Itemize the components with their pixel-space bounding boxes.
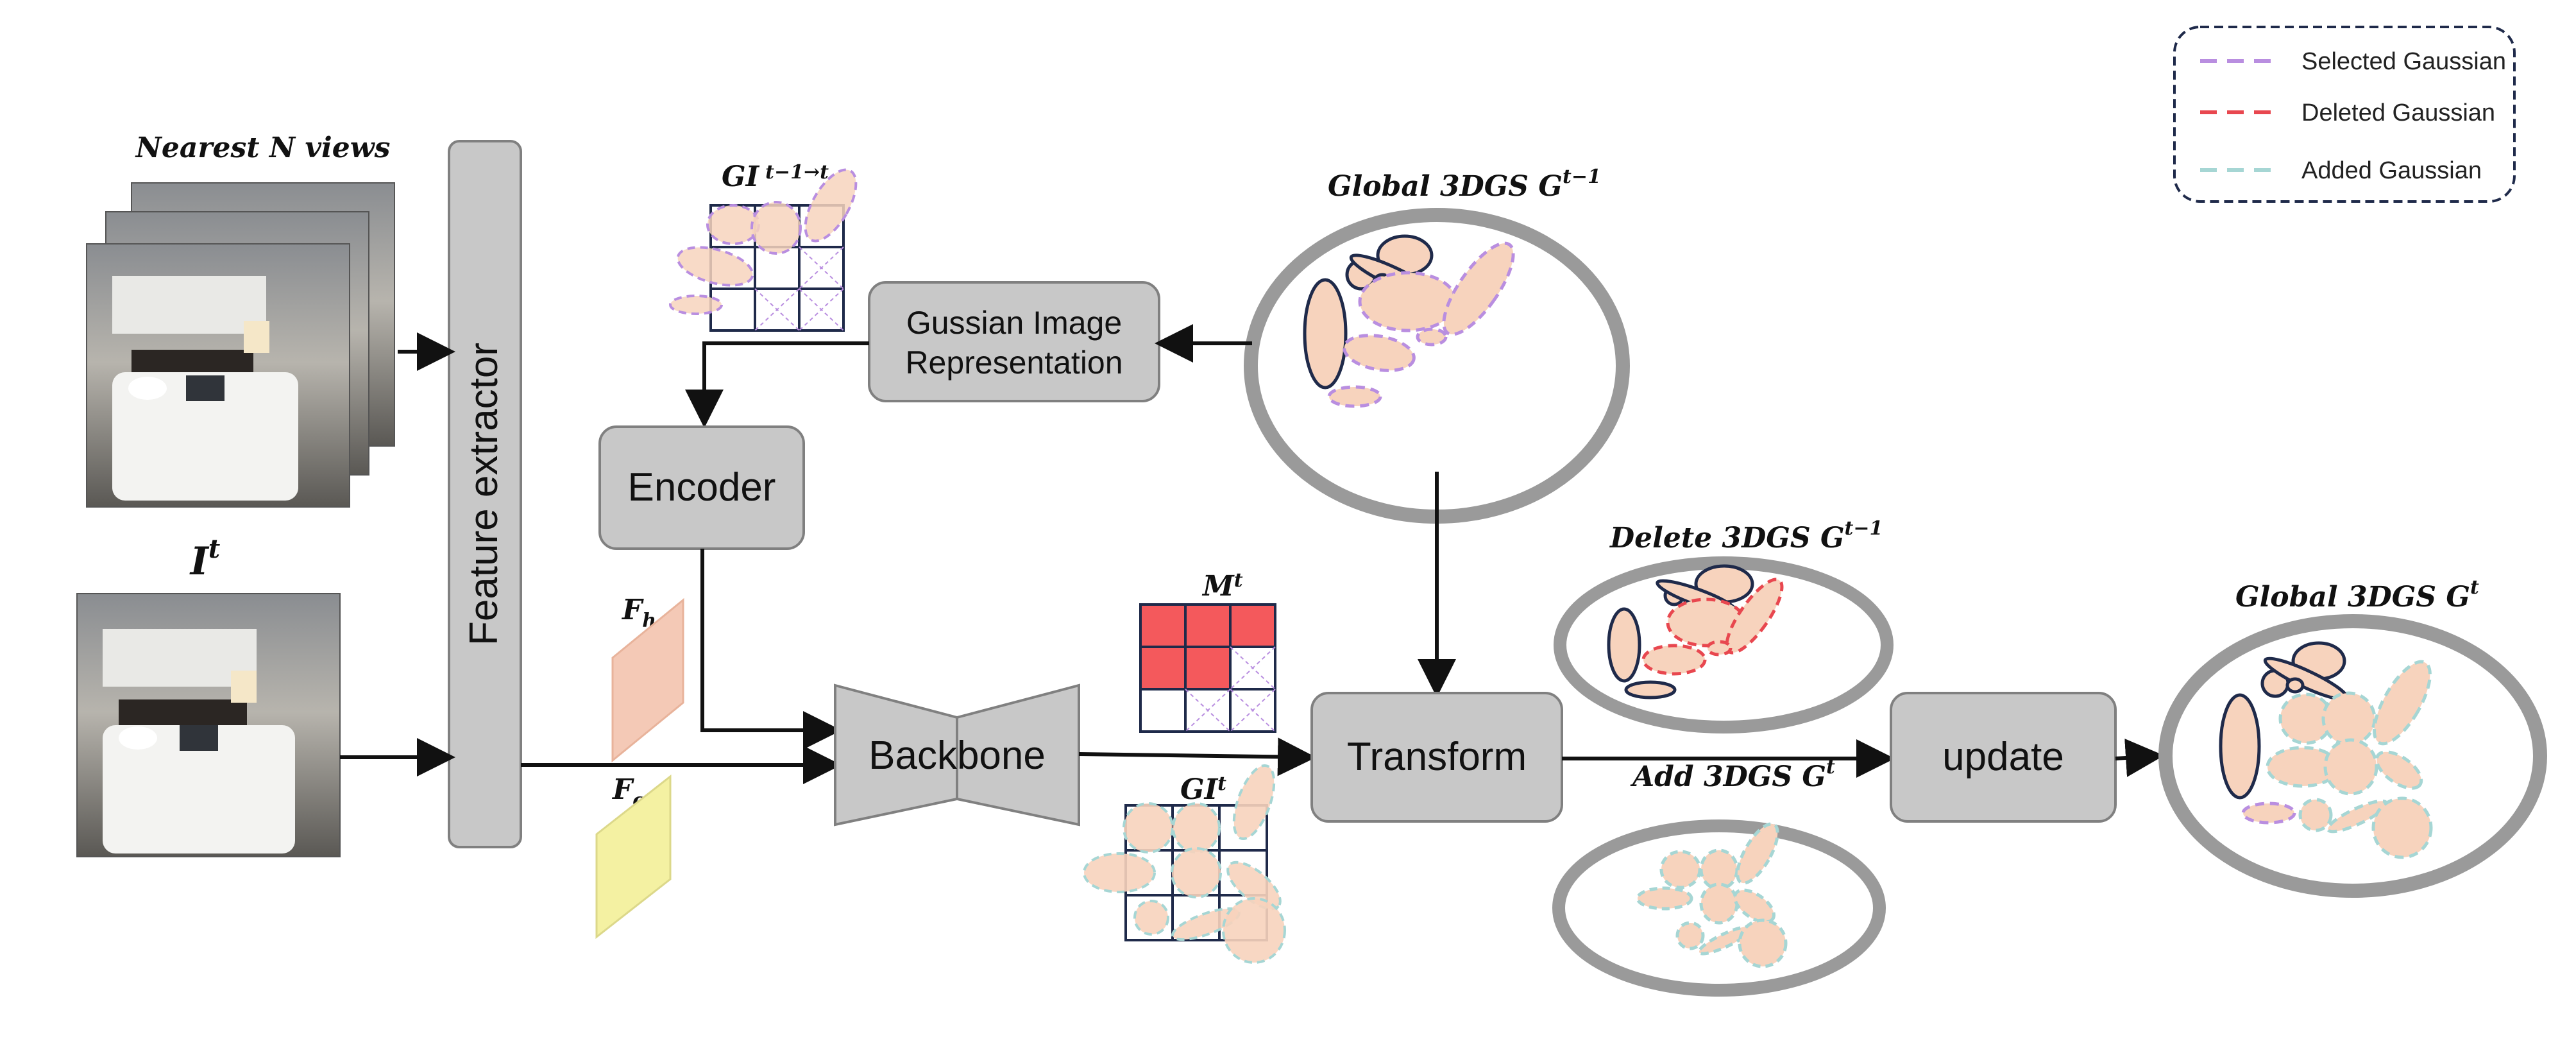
arrow-encoder-to-backbone: [700, 549, 842, 750]
encoder-block: Encoder: [598, 425, 805, 550]
gaussian-image-repr-line2: Representation: [905, 345, 1123, 381]
add-sup: t: [1826, 756, 1835, 778]
arrow-update-to-global: [2115, 739, 2164, 777]
update-block: update: [1890, 692, 2117, 823]
svg-text:Add 3DGS Gt: Add 3DGS Gt: [1630, 756, 1835, 793]
input-image-label: I: [189, 539, 210, 584]
gi-cur-grid: [1083, 764, 1286, 964]
legend-item-added: Added Gaussian: [2200, 157, 2482, 184]
feature-extractor-label: Feature extractor: [462, 343, 506, 646]
legend-item-selected: Selected Gaussian: [2200, 48, 2506, 75]
fc-label: F: [611, 773, 634, 806]
global-cur-sup: t: [2470, 576, 2479, 599]
delete-label: Delete 3DGS G: [1609, 522, 1845, 554]
nearest-views-stack: [86, 182, 395, 508]
svg-text:Delete 3DGS Gt−1: Delete 3DGS Gt−1: [1609, 517, 1883, 554]
global-3dgs-prev: [1244, 208, 1630, 524]
feature-extractor-block: Feature extractor: [448, 140, 522, 848]
legend: Selected Gaussian Deleted Gaussian Added…: [2173, 26, 2516, 203]
transform-block: Transform: [1310, 692, 1563, 823]
legend-label-added: Added Gaussian: [2301, 157, 2482, 184]
fh-label: F: [621, 594, 644, 626]
global-prev-sup: t−1: [1563, 166, 1601, 188]
update-label: update: [1942, 735, 2064, 779]
gi-prev-grid: [669, 168, 858, 332]
gi-prev-sup: t−1→t: [765, 161, 829, 184]
input-image: [76, 593, 341, 857]
svg-text:Global 3DGS Gt: Global 3DGS Gt: [2235, 576, 2479, 613]
gaussian-image-repr-line1: Gussian Image: [906, 305, 1122, 341]
svg-text:GIt: GIt: [1180, 773, 1226, 806]
gi-cur-label: GI: [1180, 773, 1219, 806]
fc-feature-map: [595, 774, 672, 939]
add-3dgs: [1552, 819, 1886, 997]
backbone-block: Backbone: [834, 683, 1080, 827]
gi-cur-sup: t: [1217, 773, 1226, 795]
legend-label-deleted: Deleted Gaussian: [2301, 99, 2495, 126]
gi-prev-label: GI: [722, 160, 760, 193]
delete-3dgs: [1554, 556, 1894, 733]
fh-feature-map: [611, 597, 684, 763]
global-prev-label: Global 3DGS G: [1328, 170, 1563, 203]
transform-label: Transform: [1347, 735, 1527, 779]
legend-item-deleted: Deleted Gaussian: [2200, 99, 2495, 126]
global-3dgs-current: [2158, 614, 2547, 898]
svg-text:Global 3DGS Gt−1: Global 3DGS Gt−1: [1328, 166, 1601, 203]
view-image-1: [86, 243, 350, 508]
svg-text:Mt: Mt: [1201, 569, 1243, 603]
backbone-label: Backbone: [869, 733, 1046, 778]
arrow-repr-to-encoder: [685, 341, 869, 428]
nearest-views-label: Nearest N views: [135, 132, 391, 164]
add-label: Add 3DGS G: [1630, 760, 1826, 793]
arrow-backbone-to-transform: [1078, 737, 1316, 776]
svg-text:GIt−1→t: GIt−1→t: [722, 160, 829, 193]
legend-label-selected: Selected Gaussian: [2301, 48, 2506, 75]
gaussian-image-repr-block: Gussian Image Representation: [868, 281, 1160, 402]
delete-sup: t−1: [1845, 517, 1883, 540]
svg-text:It: It: [189, 534, 221, 584]
mask-label: M: [1201, 570, 1235, 603]
encoder-label: Encoder: [628, 465, 776, 510]
input-image-sup: t: [208, 534, 221, 564]
mask-grid: [1139, 603, 1276, 733]
mask-sup: t: [1234, 569, 1243, 592]
global-cur-label: Global 3DGS G: [2235, 581, 2470, 613]
